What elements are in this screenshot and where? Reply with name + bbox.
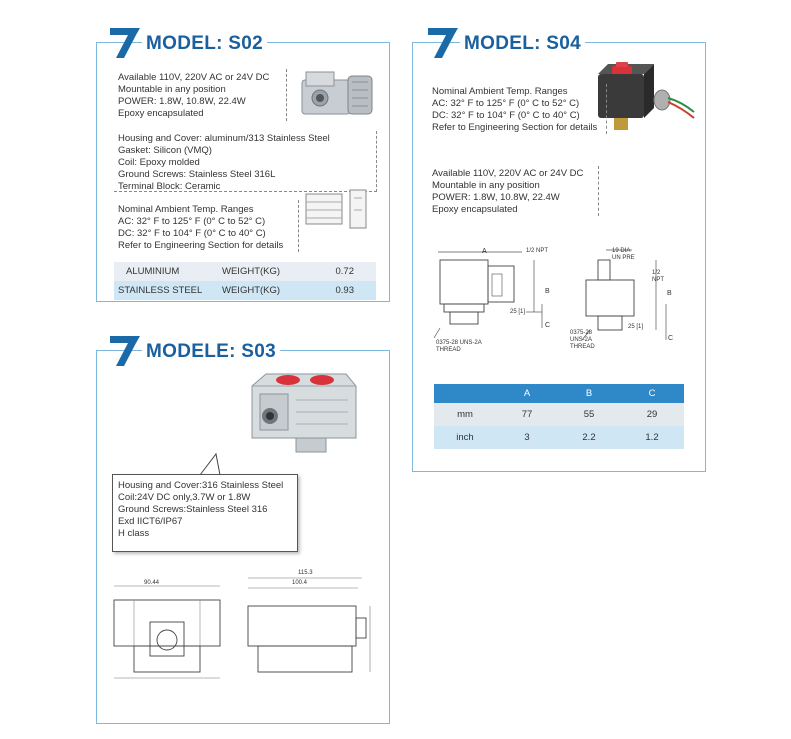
s04-dimension-table: A B C mm 77 55 29 inch 3 2.2 1.2 [434,384,684,449]
s02-product-image [301,71,373,115]
panel-s04 [412,42,706,472]
s04-ambient-1: Nominal Ambient Temp. Ranges [432,86,568,97]
s02-ambient-3: DC: 32° F to 104° F (0° C to 40° C) [118,228,266,239]
table-row: ALUMINIUM WEIGHT(KG) 0.72 [114,262,376,281]
s04-label-a: A [482,248,487,255]
s04-label-thread: 0375-28 UNS-2A THREAD [436,340,482,353]
table-cell: WEIGHT(KG) [222,266,281,277]
s02-materials-box [114,131,377,192]
s04-side-label-thread: 0375-28 UNS-2A THREAD [570,330,595,350]
s03-side-drawing [247,577,371,673]
s02-ambient-1: Nominal Ambient Temp. Ranges [118,204,254,215]
table-cell: 2.2 [582,432,596,443]
s04-label-b: B [545,288,550,295]
brand-logo-icon [110,28,140,58]
table-cell: 1.2 [645,432,659,443]
s02-weight-table: ALUMINIUM WEIGHT(KG) 0.72 STAINLESS STEE… [114,262,376,300]
s03-front-drawing [113,585,221,679]
s03-dim-a: 90.44 [144,580,160,586]
table-header: B [585,388,593,399]
model-title-s03: MODELE: S03 [142,341,280,363]
s02-material-3: Coil: Epoxy molded [118,157,200,168]
s02-features-box [114,69,287,121]
table-cell: 3 [524,432,530,443]
s04-ambient-4: Refer to Engineering Section for details [432,122,598,133]
s04-side-label-b: B [667,290,672,297]
s04-side-label-npt: 1/2 NPT [652,270,664,283]
s02-feature-1: Available 110V, 220V AC or 24V DC [118,72,270,83]
table-row: inch 3 2.2 1.2 [434,426,684,449]
s04-front-drawing [433,251,543,339]
s04-product-image [598,62,695,130]
s03-dim-c: 100.4 [292,580,308,586]
s02-material-4: Ground Screws: Stainless Steel 316L [118,169,276,180]
table-cell: inch [456,432,474,443]
table-cell: ALUMINIUM [126,266,180,277]
s03-spec-5: H class [118,528,150,539]
table-cell: 29 [646,409,658,420]
s04-side-label-top: 19 DIA UN PRE [612,248,635,261]
table-cell: mm [457,409,473,420]
s04-ambient-3: DC: 32° F to 104° F (0° C to 40° C) [432,110,580,121]
s04-features-box [428,166,599,216]
s02-material-2: Gasket: Silicon (VMQ) [118,145,212,156]
s02-drawing-image [305,189,367,229]
brand-logo-icon [110,336,140,366]
table-cell: STAINLESS STEEL [118,285,203,296]
model-title-s04: MODEL: S04 [460,33,586,55]
table-row: STAINLESS STEEL WEIGHT(KG) 0.93 [114,281,376,300]
s02-feature-2: Mountable in any position [118,84,226,95]
s04-feature-3: POWER: 1.8W, 10.8W, 22.4W [432,192,560,203]
table-header: A [523,388,531,399]
table-header: C [648,388,656,399]
s02-material-1: Housing and Cover: aluminum/313 Stainles… [118,133,330,144]
s04-label-c: C [545,322,551,329]
s04-label-npt: 1/2 NPT [526,248,549,254]
s04-label-25: 25 [1] [510,309,526,315]
s03-spec-4: Exd IICT6/IP67 [118,516,183,527]
brand-logo-icon [428,28,458,58]
table-cell: WEIGHT(KG) [222,285,281,296]
s02-feature-4: Epoxy encapsulated [118,108,204,119]
s02-ambient-4: Refer to Engineering Section for details [118,240,284,251]
s03-callout-pointer [199,452,221,476]
model-title-s02: MODEL: S02 [142,33,268,55]
s04-feature-1: Available 110V, 220V AC or 24V DC [432,168,584,179]
s02-material-5: Terminal Block: Ceramic [118,181,221,192]
table-row: A B C [434,384,684,403]
table-cell: 0.72 [335,266,355,277]
s02-ambient-box [114,200,299,252]
s02-ambient-2: AC: 32° F to 125° F (0° C to 52° C) [118,216,266,227]
s03-product-image [251,373,357,453]
s03-spec-1: Housing and Cover:316 Stainless Steel [118,480,284,491]
s04-side-label-25: 25 [1] [628,324,644,330]
s03-spec-2: Coil:24V DC only,3.7W or 1.8W [118,492,251,503]
s03-spec-3: Ground Screws:Stainless Steel 316 [118,504,268,515]
s03-callout-box [112,474,298,552]
table-cell: 77 [521,409,533,420]
s04-side-drawing [581,249,667,341]
table-header [434,384,496,403]
s03-dim-b: 115.3 [298,570,313,576]
table-cell: 0.93 [335,285,355,296]
s04-ambient-box [428,84,607,134]
s04-feature-4: Epoxy encapsulated [432,204,518,215]
s04-feature-2: Mountable in any position [432,180,540,191]
table-row: mm 77 55 29 [434,403,684,426]
s04-side-label-c: C [668,335,674,342]
s02-feature-3: POWER: 1.8W, 10.8W, 22.4W [118,96,246,107]
s04-ambient-2: AC: 32° F to 125° F (0° C to 52° C) [432,98,580,109]
table-cell: 55 [583,409,595,420]
